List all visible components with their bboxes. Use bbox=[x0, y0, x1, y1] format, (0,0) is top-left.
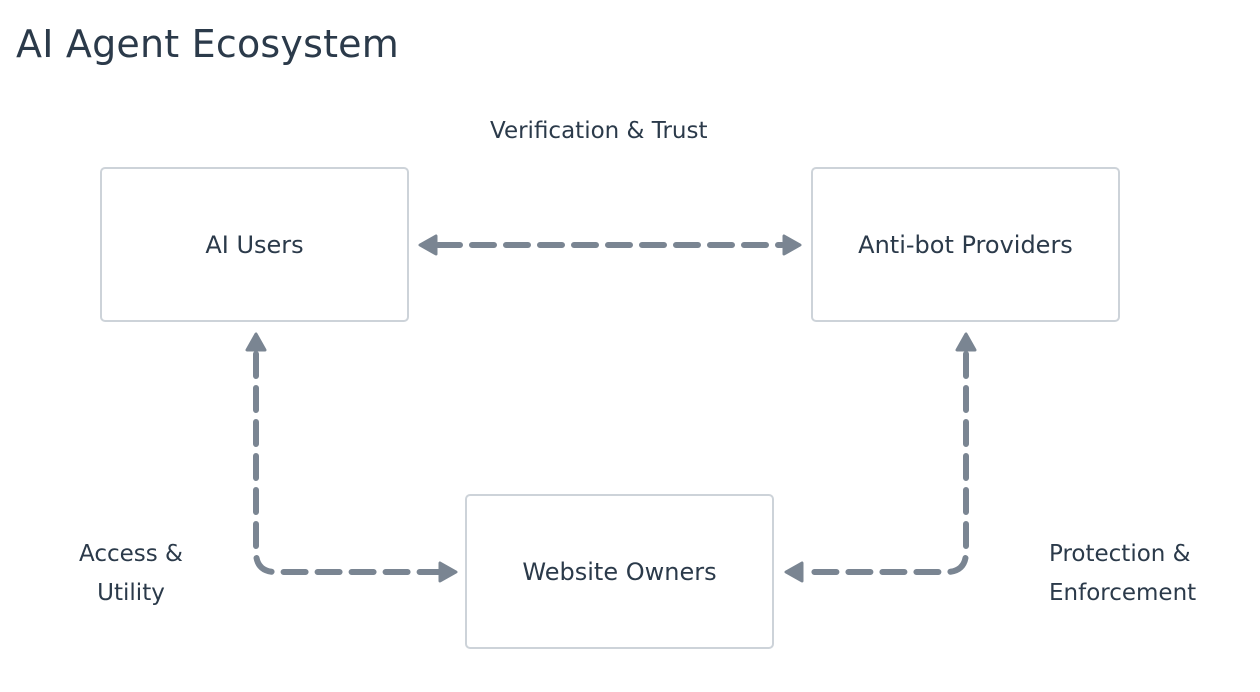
arrowhead-up bbox=[955, 332, 977, 352]
edge-label-line: Enforcement bbox=[1049, 580, 1197, 606]
edge-label-line: Protection & bbox=[1049, 541, 1191, 567]
edge-label-line: Utility bbox=[97, 580, 165, 606]
edge-label-verification-trust: Verification & Trust bbox=[490, 112, 708, 151]
arrowhead-left bbox=[784, 561, 804, 583]
node-antibot-providers: Anti-bot Providers bbox=[811, 167, 1120, 322]
node-ai-users: AI Users bbox=[100, 167, 409, 322]
node-label: Anti-bot Providers bbox=[858, 230, 1073, 259]
node-label: AI Users bbox=[205, 230, 304, 259]
arrowhead-right bbox=[438, 561, 458, 583]
edge-label-access-utility: Access & Utility bbox=[72, 535, 190, 613]
node-website-owners: Website Owners bbox=[465, 494, 774, 649]
edge-label-line: Verification & Trust bbox=[490, 118, 708, 144]
edge-label-line: Access & bbox=[79, 541, 183, 567]
edge-label-protection-enforcement: Protection & Enforcement bbox=[1049, 535, 1196, 613]
node-label: Website Owners bbox=[522, 557, 717, 586]
arrowhead-up bbox=[245, 332, 267, 352]
connector-verification-trust bbox=[418, 234, 802, 256]
page-title: AI Agent Ecosystem bbox=[16, 22, 399, 66]
connector-protection-enforcement bbox=[784, 332, 977, 583]
arrowhead-right bbox=[782, 234, 802, 256]
connector-access-utility bbox=[245, 332, 458, 583]
arrowhead-left bbox=[418, 234, 438, 256]
